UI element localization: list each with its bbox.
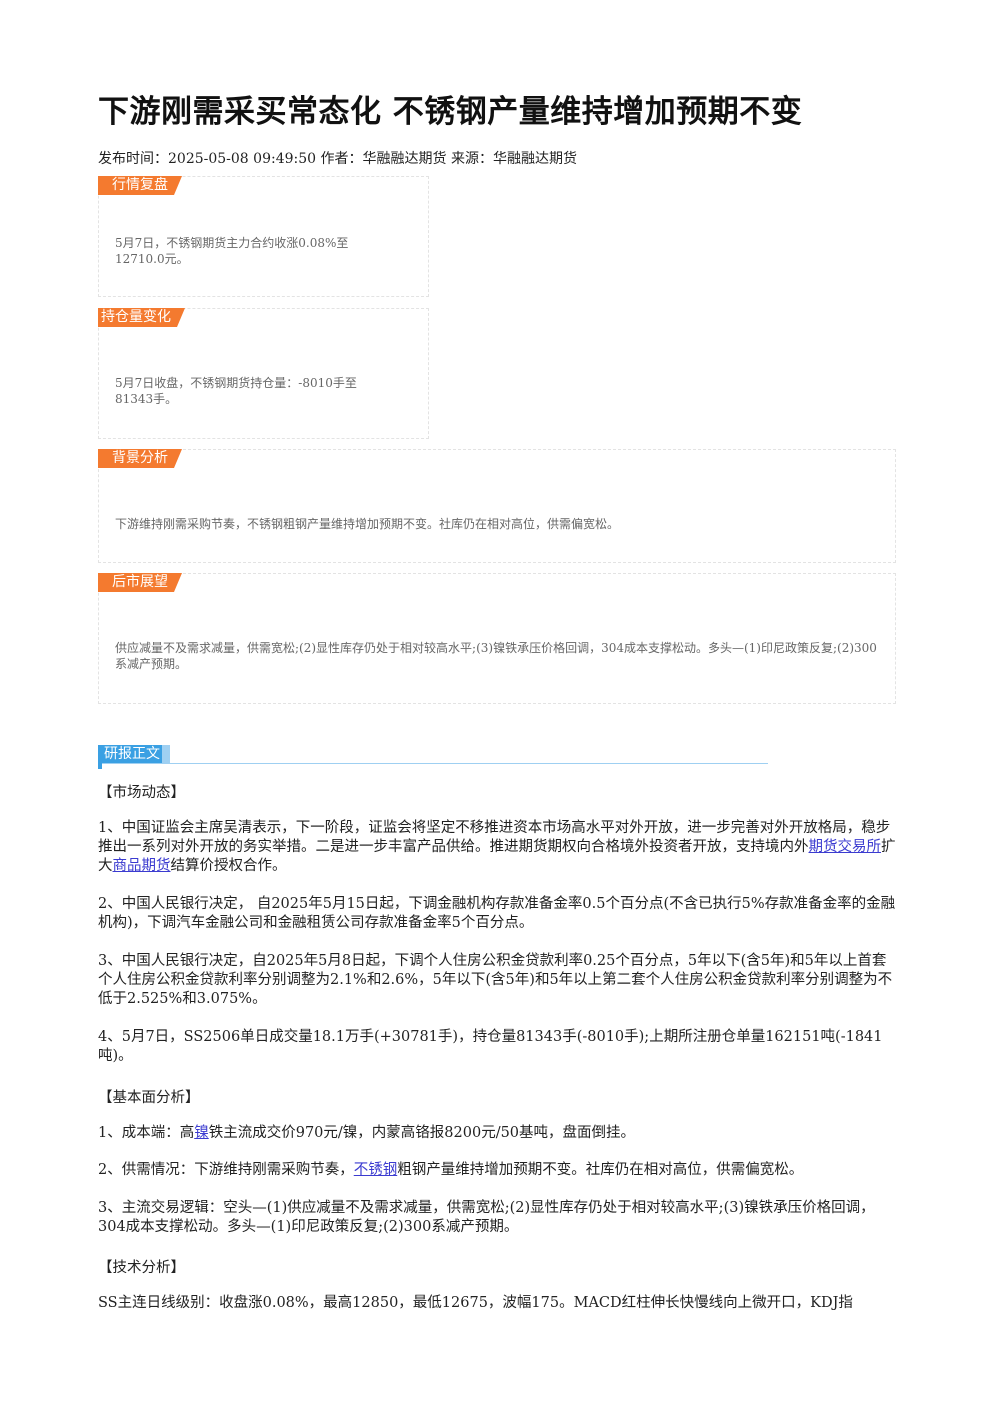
paragraph-market-3: 3、中国人民银行决定，自2025年5月8日起，下调个人住房公积金贷款利率0.25… bbox=[98, 953, 893, 1007]
section-technical-analysis: 【技术分析】 bbox=[98, 1260, 185, 1276]
link-stainless-steel[interactable]: 不锈钢 bbox=[353, 1162, 398, 1178]
report-body-divider-mark bbox=[98, 763, 102, 769]
tag-outlook: 后市展望 bbox=[98, 573, 182, 592]
link-nickel[interactable]: 镍 bbox=[194, 1125, 209, 1141]
box-text: 供应减量不及需求减量，供需宽松;(2)显性库存仍处于相对较高水平;(3)镍铁承压… bbox=[115, 641, 877, 671]
box-text: 下游维持刚需采购节奏，不锈钢粗钢产量维持增加预期不变。社库仍在相对高位，供需偏宽… bbox=[115, 517, 620, 531]
paragraph-fundamental-2: 2、供需情况：下游维持刚需采购节奏，不锈钢粗钢产量维持增加预期不变。社库仍在相对… bbox=[98, 1161, 896, 1180]
report-body-divider bbox=[98, 763, 768, 764]
paragraph-fundamental-1: 1、成本端：高镍铁主流成交价970元/镍，内蒙高铬报8200元/50基吨，盘面倒… bbox=[98, 1124, 896, 1143]
text: 结算价授权合作。 bbox=[170, 858, 287, 874]
page-title: 下游刚需采买常态化 不锈钢产量维持增加预期不变 bbox=[98, 94, 803, 130]
text: 2、供需情况：下游维持刚需采购节奏， bbox=[98, 1162, 354, 1178]
paragraph-market-1: 1、中国证监会主席吴清表示，下一阶段，证监会将坚定不移推进资本市场高水平对外开放… bbox=[98, 819, 896, 876]
paragraph-market-2: 2、中国人民银行决定， 自2025年5月15日起，下调金融机构存款准备金率0.5… bbox=[98, 896, 896, 931]
text: 粗钢产量维持增加预期不变。社库仍在相对高位，供需偏宽松。 bbox=[397, 1162, 804, 1178]
section-market-dynamics: 【市场动态】 bbox=[98, 785, 185, 801]
link-futures-exchange[interactable]: 期货交易所 bbox=[808, 839, 882, 855]
report-body-tag: 研报正文 bbox=[98, 745, 170, 764]
summary-box-outlook: 后市展望 供应减量不及需求减量，供需宽松;(2)显性库存仍处于相对较高水平;(3… bbox=[98, 573, 896, 704]
article-meta: 发布时间：2025-05-08 09:49:50 作者：华融融达期货 来源：华融… bbox=[98, 151, 577, 167]
box-text: 5月7日，不锈钢期货主力合约收涨0.08%至12710.0元。 bbox=[115, 236, 349, 266]
tag-background: 背景分析 bbox=[98, 449, 182, 468]
text: 1、中国证监会主席吴清表示，下一阶段，证监会将坚定不移推进资本市场高水平对外开放… bbox=[98, 820, 891, 855]
summary-box-open-interest: 持仓量变化 5月7日收盘，不锈钢期货持仓量：-8010手至81343手。 bbox=[98, 308, 429, 439]
paragraph-market-4: 4、5月7日，SS2506单日成交量18.1万手(+30781手)，持仓量813… bbox=[98, 1029, 883, 1064]
box-text: 5月7日收盘，不锈钢期货持仓量：-8010手至81343手。 bbox=[115, 376, 357, 406]
paragraph-technical-1: SS主连日线级别：收盘涨0.08%，最高12850，最低12675，波幅175。… bbox=[98, 1295, 853, 1311]
text: 铁主流成交价970元/镍，内蒙高铬报8200元/50基吨，盘面倒挂。 bbox=[208, 1125, 636, 1141]
report-body-tag-notch bbox=[162, 745, 170, 764]
section-fundamental-analysis: 【基本面分析】 bbox=[98, 1090, 200, 1106]
summary-box-market-review: 行情复盘 5月7日，不锈钢期货主力合约收涨0.08%至12710.0元。 bbox=[98, 176, 429, 297]
text: 扩大 bbox=[98, 839, 896, 874]
tag-open-interest: 持仓量变化 bbox=[98, 308, 185, 327]
text: 1、成本端：高 bbox=[98, 1125, 195, 1141]
paragraph-fundamental-3: 3、主流交易逻辑：空头—(1)供应减量不及需求减量，供需宽松;(2)显性库存仍处… bbox=[98, 1200, 875, 1235]
link-commodity-futures[interactable]: 商品期货 bbox=[112, 858, 171, 874]
tag-market-review: 行情复盘 bbox=[98, 176, 182, 195]
summary-box-background: 背景分析 下游维持刚需采购节奏，不锈钢粗钢产量维持增加预期不变。社库仍在相对高位… bbox=[98, 449, 896, 563]
